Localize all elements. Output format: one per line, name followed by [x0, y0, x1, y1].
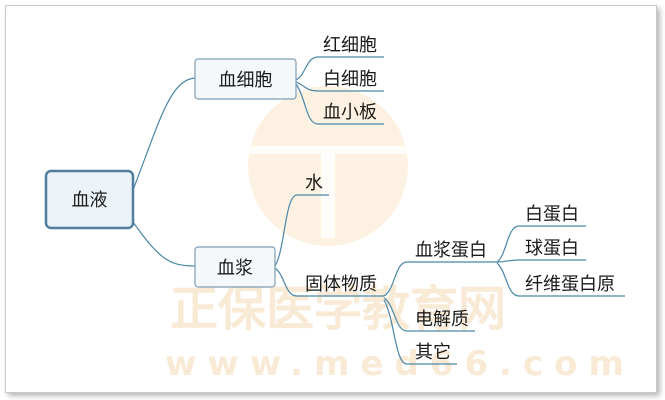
edge-globulin — [496, 259, 586, 263]
node-plasma-protein[interactable]: 血浆蛋白 — [415, 240, 487, 261]
root-node-label: 血液 — [72, 190, 108, 211]
node-plasma-label: 血浆 — [217, 258, 253, 279]
node-platelet[interactable]: 血小板 — [323, 102, 377, 123]
edge-others — [383, 299, 457, 365]
watermark-brand: 正保医学教育网 — [170, 281, 506, 337]
edge-solids — [274, 267, 384, 297]
edge-fibrinogen — [496, 262, 625, 297]
root-node-box — [44, 169, 135, 230]
watermark-url: www.med66.com — [165, 344, 635, 384]
node-electrolytes[interactable]: 电解质 — [415, 309, 469, 330]
edge-water — [274, 194, 329, 267]
edge-electrolytes — [383, 297, 475, 332]
node-wbc[interactable]: 白细胞 — [323, 69, 377, 90]
watermark: 正保医学教育网 www.med66.com — [165, 86, 635, 384]
edge-albumin — [496, 225, 586, 263]
node-blood-cells-box — [194, 58, 297, 100]
edge-wbc — [295, 81, 384, 92]
node-blood-cells-label: 血细胞 — [219, 70, 273, 91]
mindmap-edges — [132, 56, 625, 365]
edge-platelet — [295, 83, 384, 125]
watermark-stem-icon — [321, 154, 335, 238]
node-water[interactable]: 水 — [305, 173, 323, 194]
root-node[interactable]: 血液 — [44, 169, 135, 230]
node-fibrinogen[interactable]: 纤维蛋白原 — [525, 274, 615, 295]
watermark-bar-icon — [250, 146, 406, 154]
edge-root-plasma — [132, 221, 196, 267]
node-albumin[interactable]: 白蛋白 — [525, 204, 579, 225]
edge-rbc — [295, 56, 384, 81]
node-globulin[interactable]: 球蛋白 — [525, 238, 579, 259]
node-rbc[interactable]: 红细胞 — [323, 35, 377, 56]
edge-root-bloodcells — [132, 77, 196, 191]
node-others[interactable]: 其它 — [415, 342, 451, 363]
node-blood-cells[interactable]: 血细胞 — [194, 58, 297, 100]
edge-plasma-protein — [383, 261, 497, 297]
node-plasma[interactable]: 血浆 — [194, 246, 276, 288]
node-solids[interactable]: 固体物质 — [305, 274, 377, 295]
node-plasma-box — [194, 246, 276, 288]
